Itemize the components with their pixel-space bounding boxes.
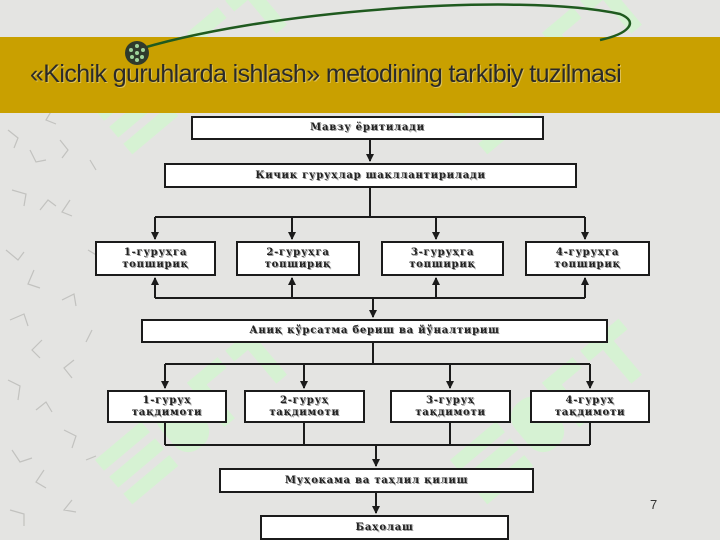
presentation-box-3: 3-гуруҳ тақдимоти <box>390 390 511 423</box>
task-box-2: 2-гуруҳга топшириқ <box>236 241 360 276</box>
task-box-4: 4-гуруҳга топшириқ <box>525 241 650 276</box>
ornament-logo-icon <box>125 41 149 65</box>
task-box-3: 3-гуруҳга топшириқ <box>381 241 504 276</box>
page-number: 7 <box>650 497 658 512</box>
presentation-label-2: 2-гуруҳ тақдимоти <box>269 394 340 418</box>
decorative-swoosh <box>129 3 632 54</box>
presentation-label-3: 3-гуруҳ тақдимоти <box>415 394 486 418</box>
presentation-box-1: 1-гуруҳ тақдимоти <box>107 390 227 423</box>
topic-box: Мавзу ёритилади <box>191 116 544 140</box>
title-band <box>0 37 720 113</box>
task-label-2: 2-гуруҳга топшириқ <box>264 246 332 270</box>
topic-label: Мавзу ёритилади <box>310 122 425 133</box>
guidance-box: Аниқ кўрсатма бериш ва йўналтириш <box>141 319 608 343</box>
assessment-box: Баҳолаш <box>260 515 509 540</box>
form-groups-box: Кичик гуруҳлар шакллантирилади <box>164 163 577 188</box>
assessment-label: Баҳолаш <box>355 521 414 533</box>
discussion-label: Муҳокама ва таҳлил қилиш <box>284 474 469 486</box>
presentation-box-4: 4-гуруҳ тақдимоти <box>530 390 650 423</box>
task-label-4: 4-гуруҳга топшириқ <box>554 246 621 270</box>
presentation-box-2: 2-гуруҳ тақдимоти <box>244 390 365 423</box>
discussion-box: Муҳокама ва таҳлил қилиш <box>219 468 534 493</box>
task-box-1: 1-гуруҳга топшириқ <box>95 241 216 276</box>
guidance-label: Аниқ кўрсатма бериш ва йўналтириш <box>249 325 500 336</box>
task-label-1: 1-гуруҳга топшириқ <box>122 246 189 270</box>
presentation-label-4: 4-гуруҳ тақдимоти <box>554 394 626 418</box>
presentation-label-1: 1-гуруҳ тақдимоти <box>131 394 203 418</box>
task-label-3: 3-гуруҳга топшириқ <box>409 246 476 270</box>
slide-title: «Kichik guruhlarda ishlash» metodining t… <box>30 60 622 88</box>
form-groups-label: Кичик гуруҳлар шакллантирилади <box>255 169 486 181</box>
